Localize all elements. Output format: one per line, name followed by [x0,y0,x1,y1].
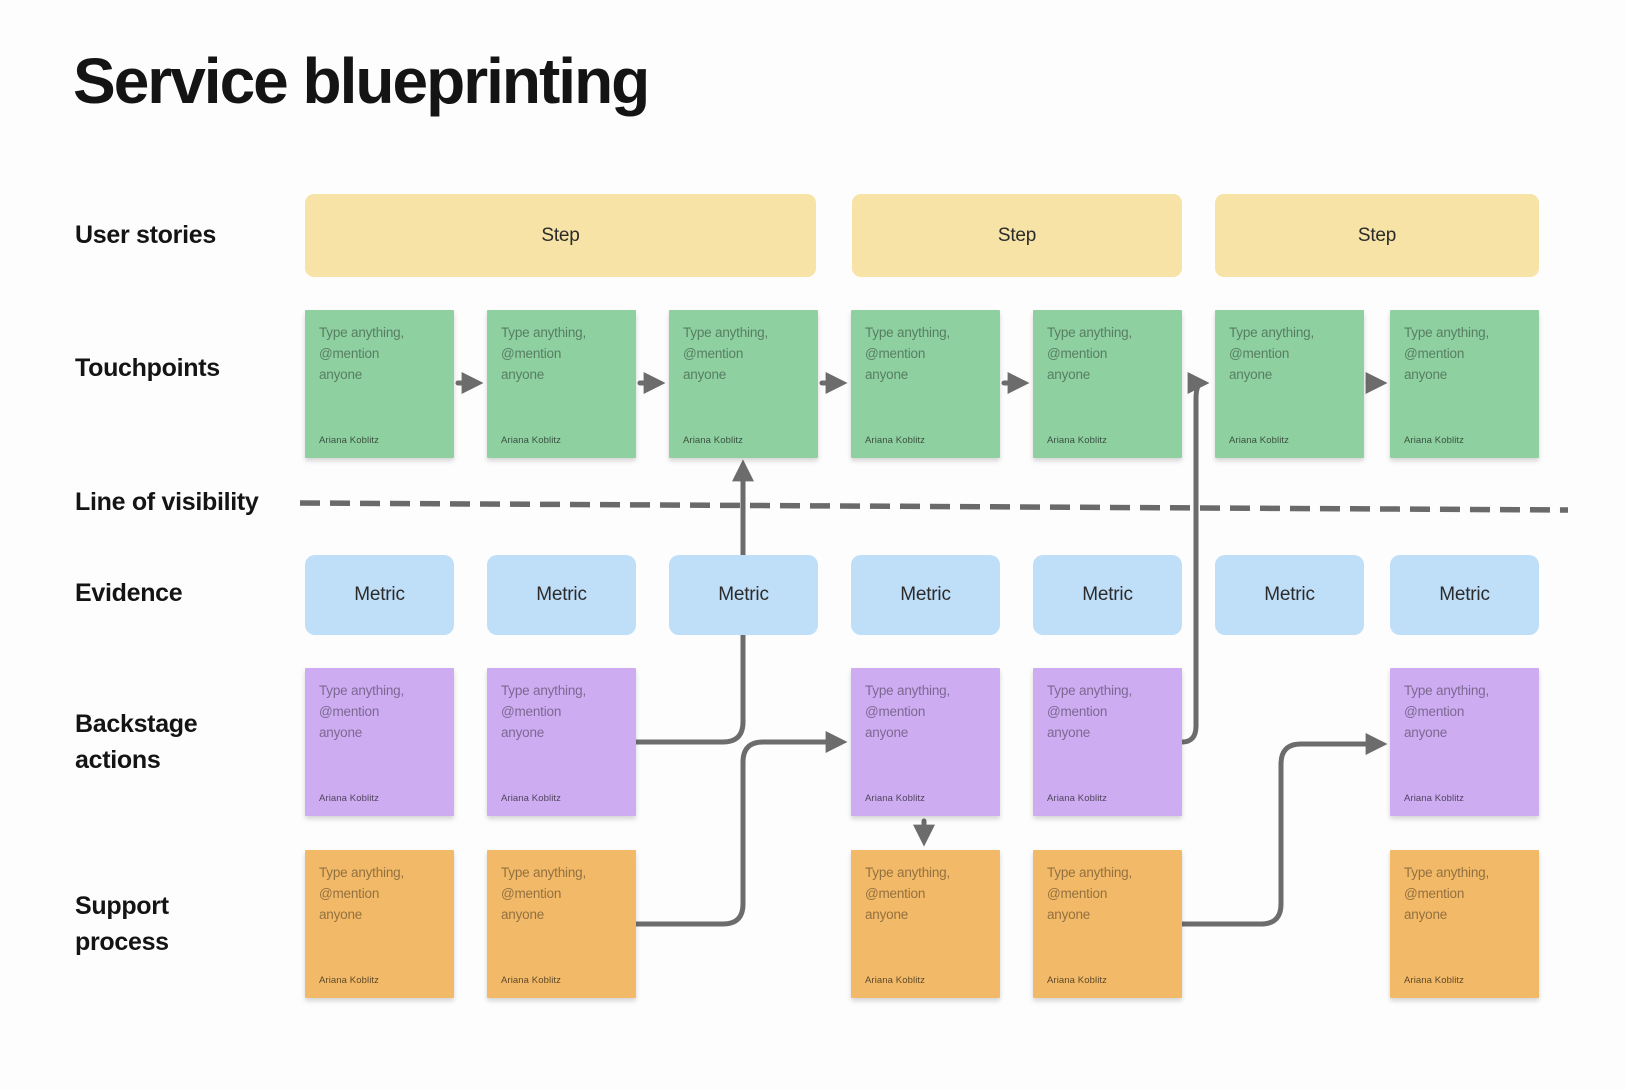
line-of-visibility-dashed-line[interactable] [299,500,1569,513]
support-note-1[interactable]: Type anything, @mention anyone Ariana Ko… [305,850,454,998]
metric-card-7[interactable]: Metric [1390,555,1539,635]
note-author: Ariana Koblitz [1229,435,1290,446]
metric-label: Metric [1264,584,1315,605]
note-placeholder: Type anything, @mention anyone [319,865,405,922]
note-placeholder: Type anything, @mention anyone [865,865,951,922]
note-author: Ariana Koblitz [865,435,926,446]
support-note-2[interactable]: Type anything, @mention anyone Ariana Ko… [487,850,636,998]
support-note-4[interactable]: Type anything, @mention anyone Ariana Ko… [851,850,1000,998]
note-placeholder: Type anything, @mention anyone [501,865,587,922]
step-bar-1[interactable]: Step [305,194,816,277]
note-author: Ariana Koblitz [501,975,562,986]
support-note-7[interactable]: Type anything, @mention anyone Ariana Ko… [1390,850,1539,998]
step-label: Step [541,224,580,246]
row-label-evidence[interactable]: Evidence [75,579,183,607]
note-placeholder: Type anything, @mention anyone [865,325,951,382]
row-label-touchpoints[interactable]: Touchpoints [75,354,220,382]
touchpoint-note-5[interactable]: Type anything, @mention anyone Ariana Ko… [1033,310,1182,458]
backstage-note-1[interactable]: Type anything, @mention anyone Ariana Ko… [305,668,454,816]
metric-card-1[interactable]: Metric [305,555,454,635]
backstage-note-2[interactable]: Type anything, @mention anyone Ariana Ko… [487,668,636,816]
backstage-note-7[interactable]: Type anything, @mention anyone Ariana Ko… [1390,668,1539,816]
note-placeholder: Type anything, @mention anyone [501,325,587,382]
connector-backstage5-to-touchpoint6[interactable] [1179,372,1210,745]
note-author: Ariana Koblitz [1404,975,1465,986]
note-author: Ariana Koblitz [501,793,562,804]
step-label: Step [997,224,1037,246]
note-author: Ariana Koblitz [319,435,380,446]
note-author: Ariana Koblitz [1047,975,1108,986]
row-label-support-process[interactable]: Support process [75,892,169,956]
note-placeholder: Type anything, @mention anyone [683,325,769,382]
note-placeholder: Type anything, @mention anyone [1404,683,1490,740]
note-author: Ariana Koblitz [1404,793,1465,804]
note-placeholder: Type anything, @mention anyone [1404,325,1490,382]
metric-card-3[interactable]: Metric [669,555,818,635]
row-label-backstage-actions[interactable]: Backstage actions [75,710,198,774]
note-placeholder: Type anything, @mention anyone [1047,683,1133,740]
touchpoint-note-4[interactable]: Type anything, @mention anyone Ariana Ko… [851,310,1000,458]
metric-label: Metric [1439,584,1490,605]
note-author: Ariana Koblitz [319,975,380,986]
connector-backstage2-to-touchpoint3[interactable] [633,459,755,745]
metric-label: Metric [1082,584,1133,605]
note-placeholder: Type anything, @mention anyone [1404,865,1490,922]
note-placeholder: Type anything, @mention anyone [319,325,405,382]
note-placeholder: Type anything, @mention anyone [501,683,587,740]
metric-label: Metric [536,584,587,605]
touchpoint-note-2[interactable]: Type anything, @mention anyone Ariana Ko… [487,310,636,458]
step-label: Step [1357,224,1397,246]
row-label-line-of-visibility[interactable]: Line of visibility [75,488,259,516]
metric-label: Metric [900,584,951,605]
metric-card-2[interactable]: Metric [487,555,636,635]
note-placeholder: Type anything, @mention anyone [1229,325,1315,382]
metric-card-6[interactable]: Metric [1215,555,1364,635]
metric-card-5[interactable]: Metric [1033,555,1182,635]
step-bar-2[interactable]: Step [852,194,1182,277]
note-author: Ariana Koblitz [319,793,380,804]
metric-label: Metric [354,584,405,605]
page-title[interactable]: Service blueprinting [73,45,650,117]
backstage-note-4[interactable]: Type anything, @mention anyone Ariana Ko… [851,668,1000,816]
note-placeholder: Type anything, @mention anyone [865,683,951,740]
metric-label: Metric [718,584,769,605]
touchpoint-note-7[interactable]: Type anything, @mention anyone Ariana Ko… [1390,310,1539,458]
touchpoint-note-6[interactable]: Type anything, @mention anyone Ariana Ko… [1215,310,1364,458]
row-label-user-stories[interactable]: User stories [75,221,216,249]
metric-card-4[interactable]: Metric [851,555,1000,635]
touchpoint-note-1[interactable]: Type anything, @mention anyone Ariana Ko… [305,310,454,458]
note-placeholder: Type anything, @mention anyone [1047,325,1133,382]
note-author: Ariana Koblitz [683,435,744,446]
note-author: Ariana Koblitz [1047,435,1108,446]
support-note-5[interactable]: Type anything, @mention anyone Ariana Ko… [1033,850,1182,998]
backstage-note-5[interactable]: Type anything, @mention anyone Ariana Ko… [1033,668,1182,816]
note-placeholder: Type anything, @mention anyone [1047,865,1133,922]
connector-support5-to-backstage7[interactable] [1179,732,1388,927]
step-bar-3[interactable]: Step [1215,194,1539,277]
touchpoint-note-3[interactable]: Type anything, @mention anyone Ariana Ko… [669,310,818,458]
note-placeholder: Type anything, @mention anyone [319,683,405,740]
note-author: Ariana Koblitz [865,793,926,804]
note-author: Ariana Koblitz [865,975,926,986]
connector-support2-to-backstage4[interactable] [633,730,848,927]
note-author: Ariana Koblitz [1047,793,1108,804]
note-author: Ariana Koblitz [501,435,562,446]
note-author: Ariana Koblitz [1404,435,1465,446]
